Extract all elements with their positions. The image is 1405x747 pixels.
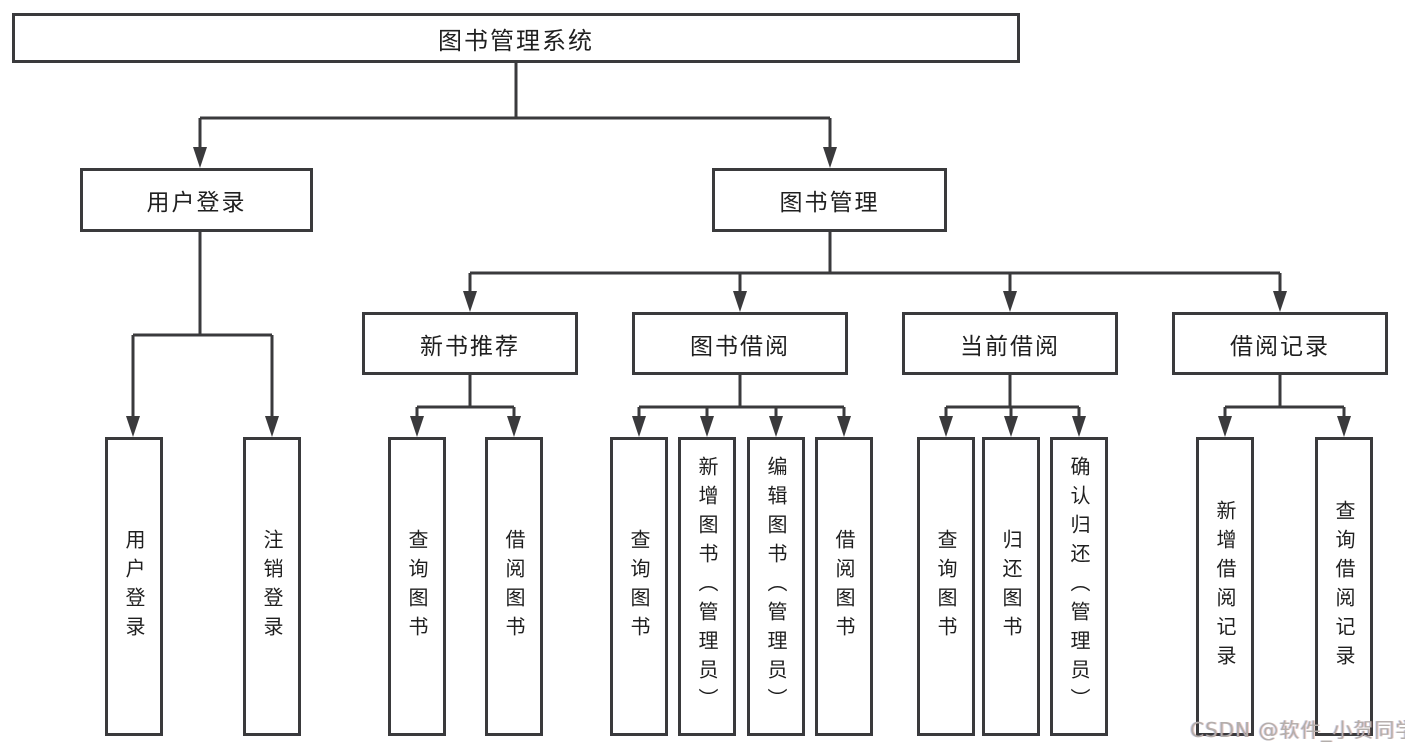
node-borrowing-records: 借阅记录: [1172, 312, 1388, 375]
node-current-borrowing: 当前借阅: [902, 312, 1118, 375]
leaf-user-login: 用户登录: [105, 437, 163, 736]
node-label: 确认归还（管理员）: [1067, 456, 1091, 717]
node-label: 当前借阅: [960, 333, 1060, 360]
node-new-book-recommendation: 新书推荐: [362, 312, 578, 375]
node-label: 图书管理系统: [438, 26, 594, 55]
node-label: 归还图书: [999, 528, 1023, 645]
leaf-query-borrow-record: 查询借阅记录: [1315, 437, 1373, 736]
leaf-edit-book-admin: 编辑图书（管理员）: [747, 437, 805, 736]
node-label: 查询借阅记录: [1332, 499, 1356, 674]
leaf-query-books-recommend: 查询图书: [388, 437, 446, 736]
node-book-management: 图书管理: [712, 168, 947, 232]
node-label: 查询图书: [405, 528, 429, 645]
node-label: 查询图书: [934, 528, 958, 645]
leaf-return-book: 归还图书: [982, 437, 1040, 736]
leaf-borrow-books: 借阅图书: [815, 437, 873, 736]
node-label: 查询图书: [627, 528, 651, 645]
node-label: 借阅记录: [1230, 333, 1330, 360]
leaf-confirm-return-admin: 确认归还（管理员）: [1050, 437, 1108, 736]
node-label: 新增借阅记录: [1213, 499, 1237, 674]
csdn-watermark: CSDN @软件_小贺同学: [1190, 718, 1405, 742]
node-user-login: 用户登录: [80, 168, 313, 232]
leaf-logout: 注销登录: [243, 437, 301, 736]
leaf-borrow-books-recommend: 借阅图书: [485, 437, 543, 736]
leaf-add-book-admin: 新增图书（管理员）: [678, 437, 736, 736]
node-label: 用户登录: [146, 190, 247, 216]
node-label: 用户登录: [122, 528, 146, 645]
node-library-management-system: 图书管理系统: [12, 13, 1020, 63]
node-label: 图书借阅: [690, 333, 790, 360]
node-label: 新书推荐: [420, 333, 520, 360]
node-label: 新增图书（管理员）: [695, 456, 719, 717]
node-label: 注销登录: [260, 528, 284, 645]
node-label: 图书管理: [779, 190, 880, 216]
leaf-add-borrow-record: 新增借阅记录: [1196, 437, 1254, 736]
node-label: 编辑图书（管理员）: [764, 456, 788, 717]
node-label: 借阅图书: [502, 528, 526, 645]
arrowheads: [126, 147, 1351, 437]
node-label: 借阅图书: [832, 528, 856, 645]
leaf-query-books-borrowing: 查询图书: [610, 437, 668, 736]
leaf-query-books-current: 查询图书: [917, 437, 975, 736]
node-book-borrowing: 图书借阅: [632, 312, 848, 375]
